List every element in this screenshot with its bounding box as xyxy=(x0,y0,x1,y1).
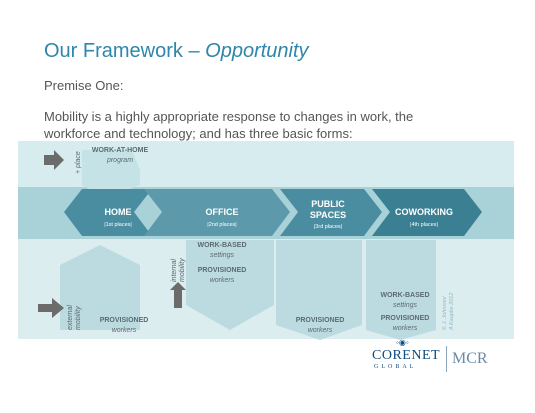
plus-place-label: + place xyxy=(75,151,82,174)
public-label-1: PUBLIC xyxy=(311,199,345,209)
coworking-label: COWORKING xyxy=(395,207,453,217)
coworking-lower-shape xyxy=(366,240,436,340)
logo-corenet-text: CORENET xyxy=(372,348,441,363)
settings-label-1: settings xyxy=(210,252,235,259)
title-emphasis-text: Opportunity xyxy=(205,40,309,62)
provisioned-label-2: PROVISIONED xyxy=(381,315,430,322)
provisioned-home-label: PROVISIONED xyxy=(100,317,149,324)
external-mobility-arrow xyxy=(38,298,64,318)
public-label-2: SPACES xyxy=(310,210,346,220)
workers-label-1: workers xyxy=(210,277,235,284)
work-based-label-2: WORK-BASED xyxy=(381,292,430,299)
internal-mobility-arrow xyxy=(170,282,186,308)
title-main-text: Our Framework – xyxy=(44,40,206,62)
logo-ornament-icon: ◦◉◦ xyxy=(396,338,409,347)
provisioned-label-1: PROVISIONED xyxy=(198,267,247,274)
office-lower-shape xyxy=(186,240,274,330)
logo-mcr-text: MCR xyxy=(452,350,488,367)
work-based-label-1: WORK-BASED xyxy=(198,242,247,249)
home-label: HOME xyxy=(105,207,132,217)
work-at-home-shape xyxy=(82,150,140,198)
office-label: OFFICE xyxy=(206,207,239,217)
home-sub: |1st places| xyxy=(104,222,132,228)
external-mobility-label-1: external xyxy=(67,305,74,330)
body-text-line-2: workforce and technology; and has three … xyxy=(44,126,353,141)
corenet-mcr-logo: ◦◉◦ CORENET GLOBAL MCR xyxy=(372,338,512,374)
workers-label-2: workers xyxy=(393,325,418,332)
provisioned-public-label: PROVISIONED xyxy=(296,317,345,324)
body-text-line-1: Mobility is a highly appropriate respons… xyxy=(44,109,414,124)
logo-divider xyxy=(446,346,447,372)
workers-public-label: workers xyxy=(308,327,333,334)
slide-title: Our Framework – Opportunity xyxy=(44,40,309,63)
internal-mobility-label-2: mobility xyxy=(179,258,186,282)
public-node xyxy=(280,189,382,236)
credit-line-1: © J. Johnson/ xyxy=(441,296,448,330)
home-lower-shape xyxy=(60,245,140,330)
premise-label: Premise One: xyxy=(44,78,124,93)
settings-label-2: settings xyxy=(393,302,418,309)
office-node xyxy=(144,189,290,236)
workers-home-label: workers xyxy=(112,327,137,334)
work-at-home-program: program xyxy=(106,157,133,164)
credit-line-2: A Kaupke 2012 xyxy=(449,293,455,331)
work-at-home-label: WORK-AT-HOME xyxy=(92,147,149,154)
home-node xyxy=(64,189,152,236)
public-sub: |3rd places| xyxy=(314,224,342,230)
logo-global-text: GLOBAL xyxy=(374,364,417,370)
coworking-sub: |4th places| xyxy=(410,222,438,228)
coworking-node xyxy=(372,189,482,236)
plus-place-arrow xyxy=(44,150,64,170)
external-mobility-label-2: mobility xyxy=(75,306,82,330)
public-lower-shape xyxy=(276,240,362,340)
office-sub: |2nd places| xyxy=(207,222,236,228)
internal-mobility-label-1: internal xyxy=(171,259,178,282)
